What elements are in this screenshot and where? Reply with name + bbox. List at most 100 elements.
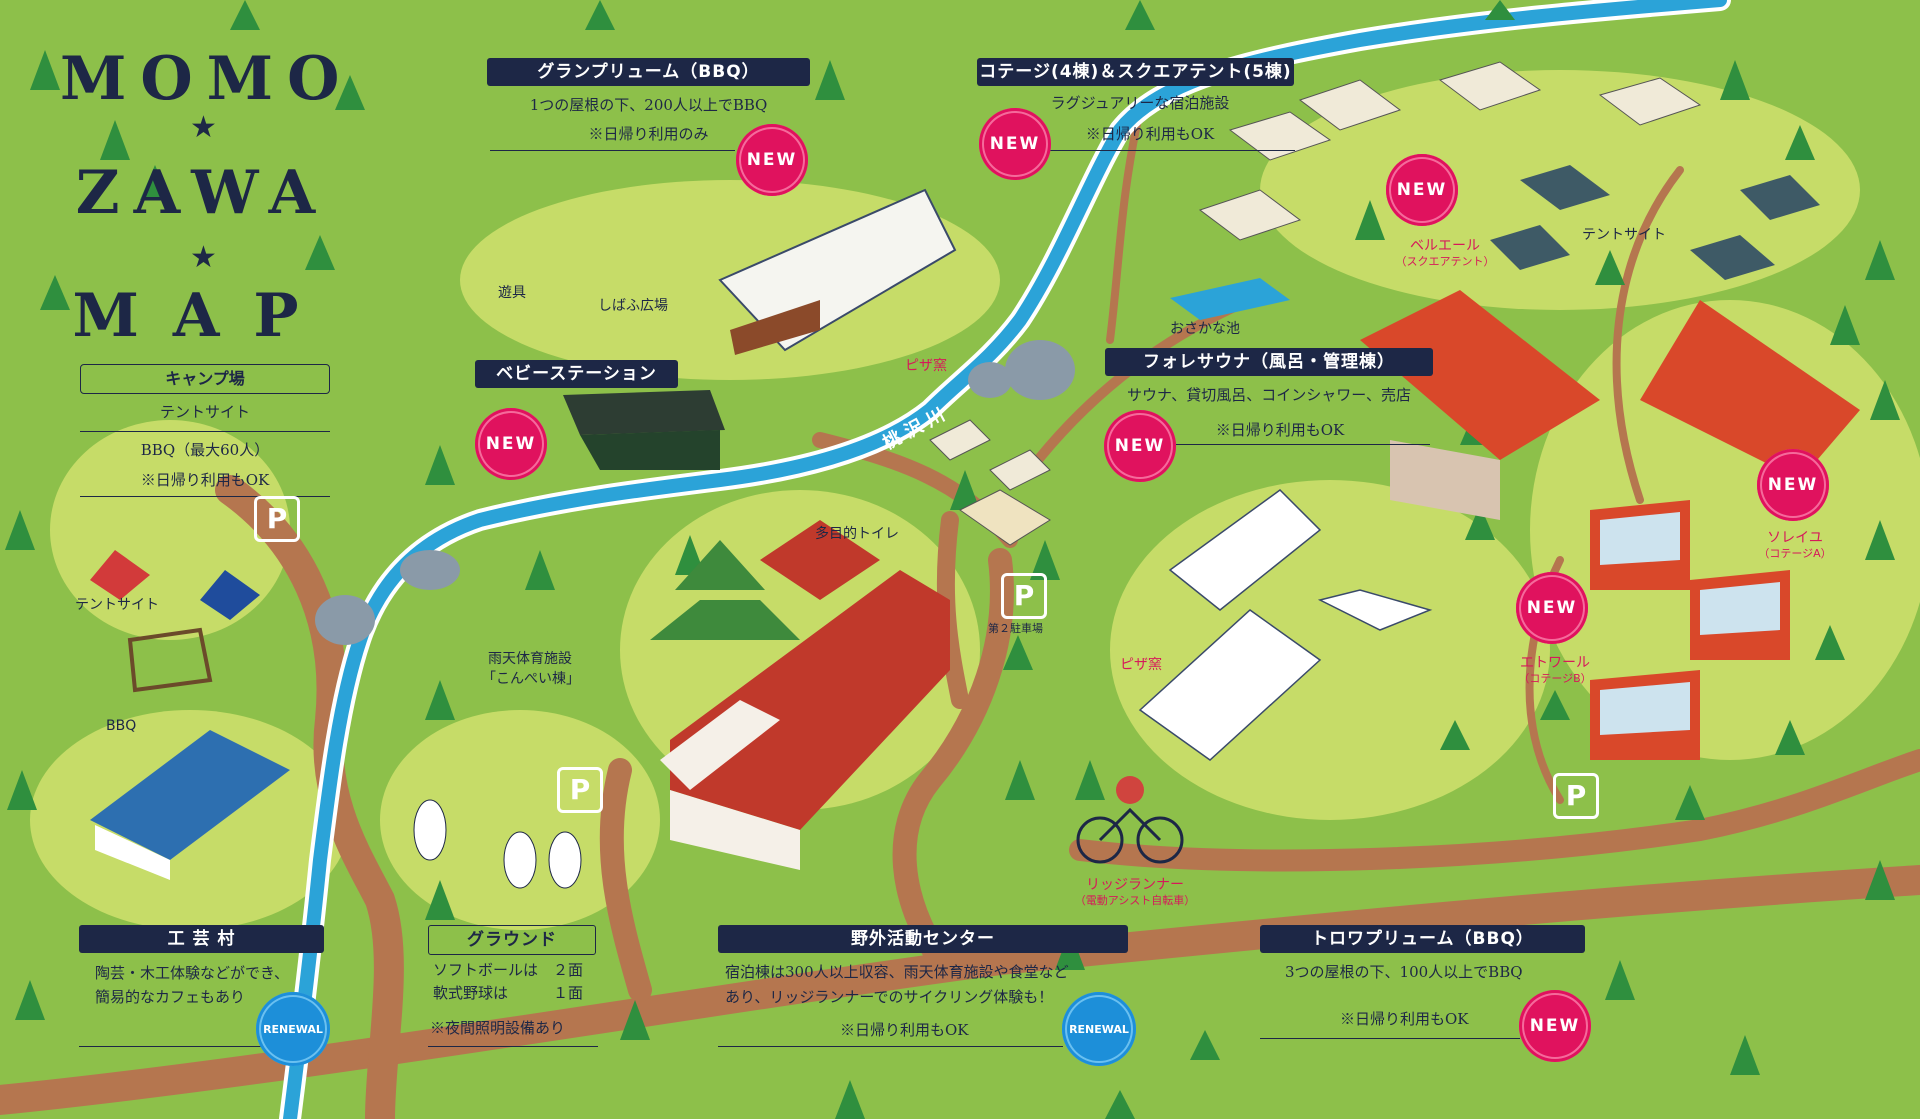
trees — [5, 0, 1900, 1119]
etoile-name: エトワール — [1520, 655, 1590, 671]
outdoor-center-renewal-badge: RENEWAL — [1062, 992, 1136, 1066]
outdoor-center-building — [660, 520, 950, 870]
trowa-rule — [1260, 1038, 1520, 1039]
baby-new-badge: NEW — [475, 408, 547, 480]
ground-line1: ソフトボールは ２面 — [433, 961, 584, 979]
gym-label-2: 「こんぺい棟」 — [482, 671, 580, 687]
toilet-label: 多目的トイレ — [815, 526, 899, 542]
etoile-sub: （コテージB） — [1518, 672, 1592, 685]
grand-desc1: 1つの屋根の下、200人以上でBBQ — [529, 96, 768, 114]
parking-icon[interactable]: P — [254, 496, 300, 542]
tent-site-label: テントサイト — [1582, 227, 1666, 243]
ground-line3: ※夜間照明設備あり — [430, 1019, 566, 1037]
camp-label[interactable]: キャンプ場 — [80, 364, 330, 394]
trowa-desc1: 3つの屋根の下、100人以上でBBQ — [1285, 963, 1523, 981]
title-star: ★ — [190, 240, 217, 275]
camp-line2: BBQ（最大60人） — [140, 441, 270, 459]
craft-desc-line1: 陶芸・木工体験などができ、 — [95, 964, 289, 982]
soleil-label: ソレイユ（コテージA） — [1730, 530, 1860, 562]
ridge-name: リッジランナー — [1086, 877, 1184, 893]
parking-icon[interactable]: P — [557, 767, 603, 813]
grand-rule — [490, 150, 735, 151]
forest-sauna-building — [1360, 290, 1600, 520]
map-title-map: MAP — [72, 281, 333, 351]
cottage-desc1: ラグジュアリーな宿泊施設 — [1050, 94, 1230, 112]
soleil-name: ソレイユ — [1767, 530, 1823, 546]
fore-desc2: ※日帰り利用もOK — [1215, 421, 1345, 439]
cottage-rule — [1050, 150, 1295, 151]
outdoor-center-desc2: あり、リッジランナーでのサイクリング体験も！ — [725, 988, 1054, 1006]
river — [279, 0, 1731, 1119]
grand-plume-label[interactable]: グランプリューム（BBQ） — [487, 58, 810, 86]
trowa-desc2: ※日帰り利用もOK — [1340, 1010, 1469, 1028]
cottage-new-badge: NEW — [979, 108, 1051, 180]
pond-label: おさかな池 — [1170, 321, 1240, 337]
outdoor-center-desc3: ※日帰り利用もOK — [840, 1021, 969, 1039]
ground-label[interactable]: グラウンド — [428, 925, 596, 955]
craft-desc-line2: 簡易的なカフェもあり — [95, 988, 246, 1006]
outdoor-center-label[interactable]: 野外活動センター — [718, 925, 1128, 953]
cottage-desc2: ※日帰り利用もOK — [1085, 125, 1215, 143]
belle-sub: （スクエアテント） — [1395, 255, 1495, 268]
soleil-sub: （コテージA） — [1758, 547, 1832, 560]
map-title-momo: MOMO — [60, 44, 354, 114]
cyclist-illustration — [1076, 807, 1184, 864]
square-tents — [1198, 61, 1702, 241]
belle-new-badge: NEW — [1386, 154, 1458, 226]
baby-station-label[interactable]: ベビーステーション — [475, 360, 678, 388]
craft-village-building — [90, 730, 290, 880]
outdoor-center-desc1: 宿泊棟は300人以上収容、雨天体育施設や食堂など — [725, 963, 1069, 981]
ground-rule — [428, 1046, 598, 1047]
camp-line1: テントサイト — [159, 403, 250, 421]
trowa-plume-roofs — [1138, 489, 1433, 761]
river-rocks — [315, 340, 1075, 645]
camp-tents — [90, 550, 260, 693]
belle-name: ベルエール — [1410, 238, 1480, 254]
fore-sauna-label[interactable]: フォレサウナ（風呂・管理棟） — [1105, 348, 1433, 376]
ground-players — [413, 799, 582, 889]
ridge-runner-label: リッジランナー（電動アシスト自転車） — [1050, 877, 1220, 909]
ridge-sub: （電動アシスト自転車） — [1074, 894, 1196, 907]
cyclist-body — [1116, 776, 1144, 804]
gym-label-1: 雨天体育施設 — [488, 651, 572, 667]
cottages — [1590, 300, 1860, 760]
dome-tents — [1490, 165, 1820, 280]
belle-label: ベルエール（スクエアテント） — [1370, 238, 1520, 270]
camp-bbq-label: BBQ — [106, 718, 137, 734]
camp-tent-site-label: テントサイト — [75, 597, 159, 613]
outdoor-center-rule — [718, 1046, 1063, 1047]
baby-station-building — [563, 390, 725, 470]
toilet-building — [959, 489, 1051, 546]
camp-rule — [80, 496, 330, 497]
small-buildings — [929, 419, 1051, 491]
etoile-label: エトワール（コテージB） — [1490, 655, 1620, 687]
craft-renewal-badge: RENEWAL — [256, 992, 330, 1066]
lawn-label: しばふ広場 — [598, 298, 668, 314]
grand-desc2: ※日帰り利用のみ — [588, 125, 709, 143]
pizza-oven-label-1: ピザ窯 — [905, 358, 947, 374]
parking-icon[interactable]: P — [1001, 573, 1047, 619]
craft-rule — [79, 1046, 324, 1047]
parking-icon[interactable]: P — [1553, 773, 1599, 819]
trowa-plume-label[interactable]: トロワプリューム（BBQ） — [1260, 925, 1585, 953]
soleil-new-badge: NEW — [1757, 449, 1829, 521]
craft-village-label[interactable]: 工 芸 村 — [79, 925, 324, 953]
fish-pond — [1170, 278, 1290, 320]
fore-rule — [1175, 444, 1430, 445]
gym-tower — [650, 540, 800, 640]
cottage-label[interactable]: コテージ(4棟)＆スクエアテント(5棟) — [977, 58, 1294, 86]
title-star: ★ — [190, 110, 217, 145]
map-title-zawa: ZAWA — [75, 158, 330, 228]
pizza-oven-label-2: ピザ窯 — [1120, 657, 1162, 673]
camp-rule — [80, 431, 330, 432]
grand-new-badge: NEW — [736, 124, 808, 196]
playground-label: 遊具 — [498, 285, 526, 301]
trowa-new-badge: NEW — [1519, 990, 1591, 1062]
camp-line3: ※日帰り利用もOK — [140, 471, 270, 489]
ground-line2: 軟式野球は １面 — [433, 984, 584, 1002]
parking2-label: 第２駐車場 — [988, 622, 1043, 635]
etoile-new-badge: NEW — [1516, 572, 1588, 644]
grand-plume-building — [718, 188, 957, 355]
fore-new-badge: NEW — [1104, 410, 1176, 482]
